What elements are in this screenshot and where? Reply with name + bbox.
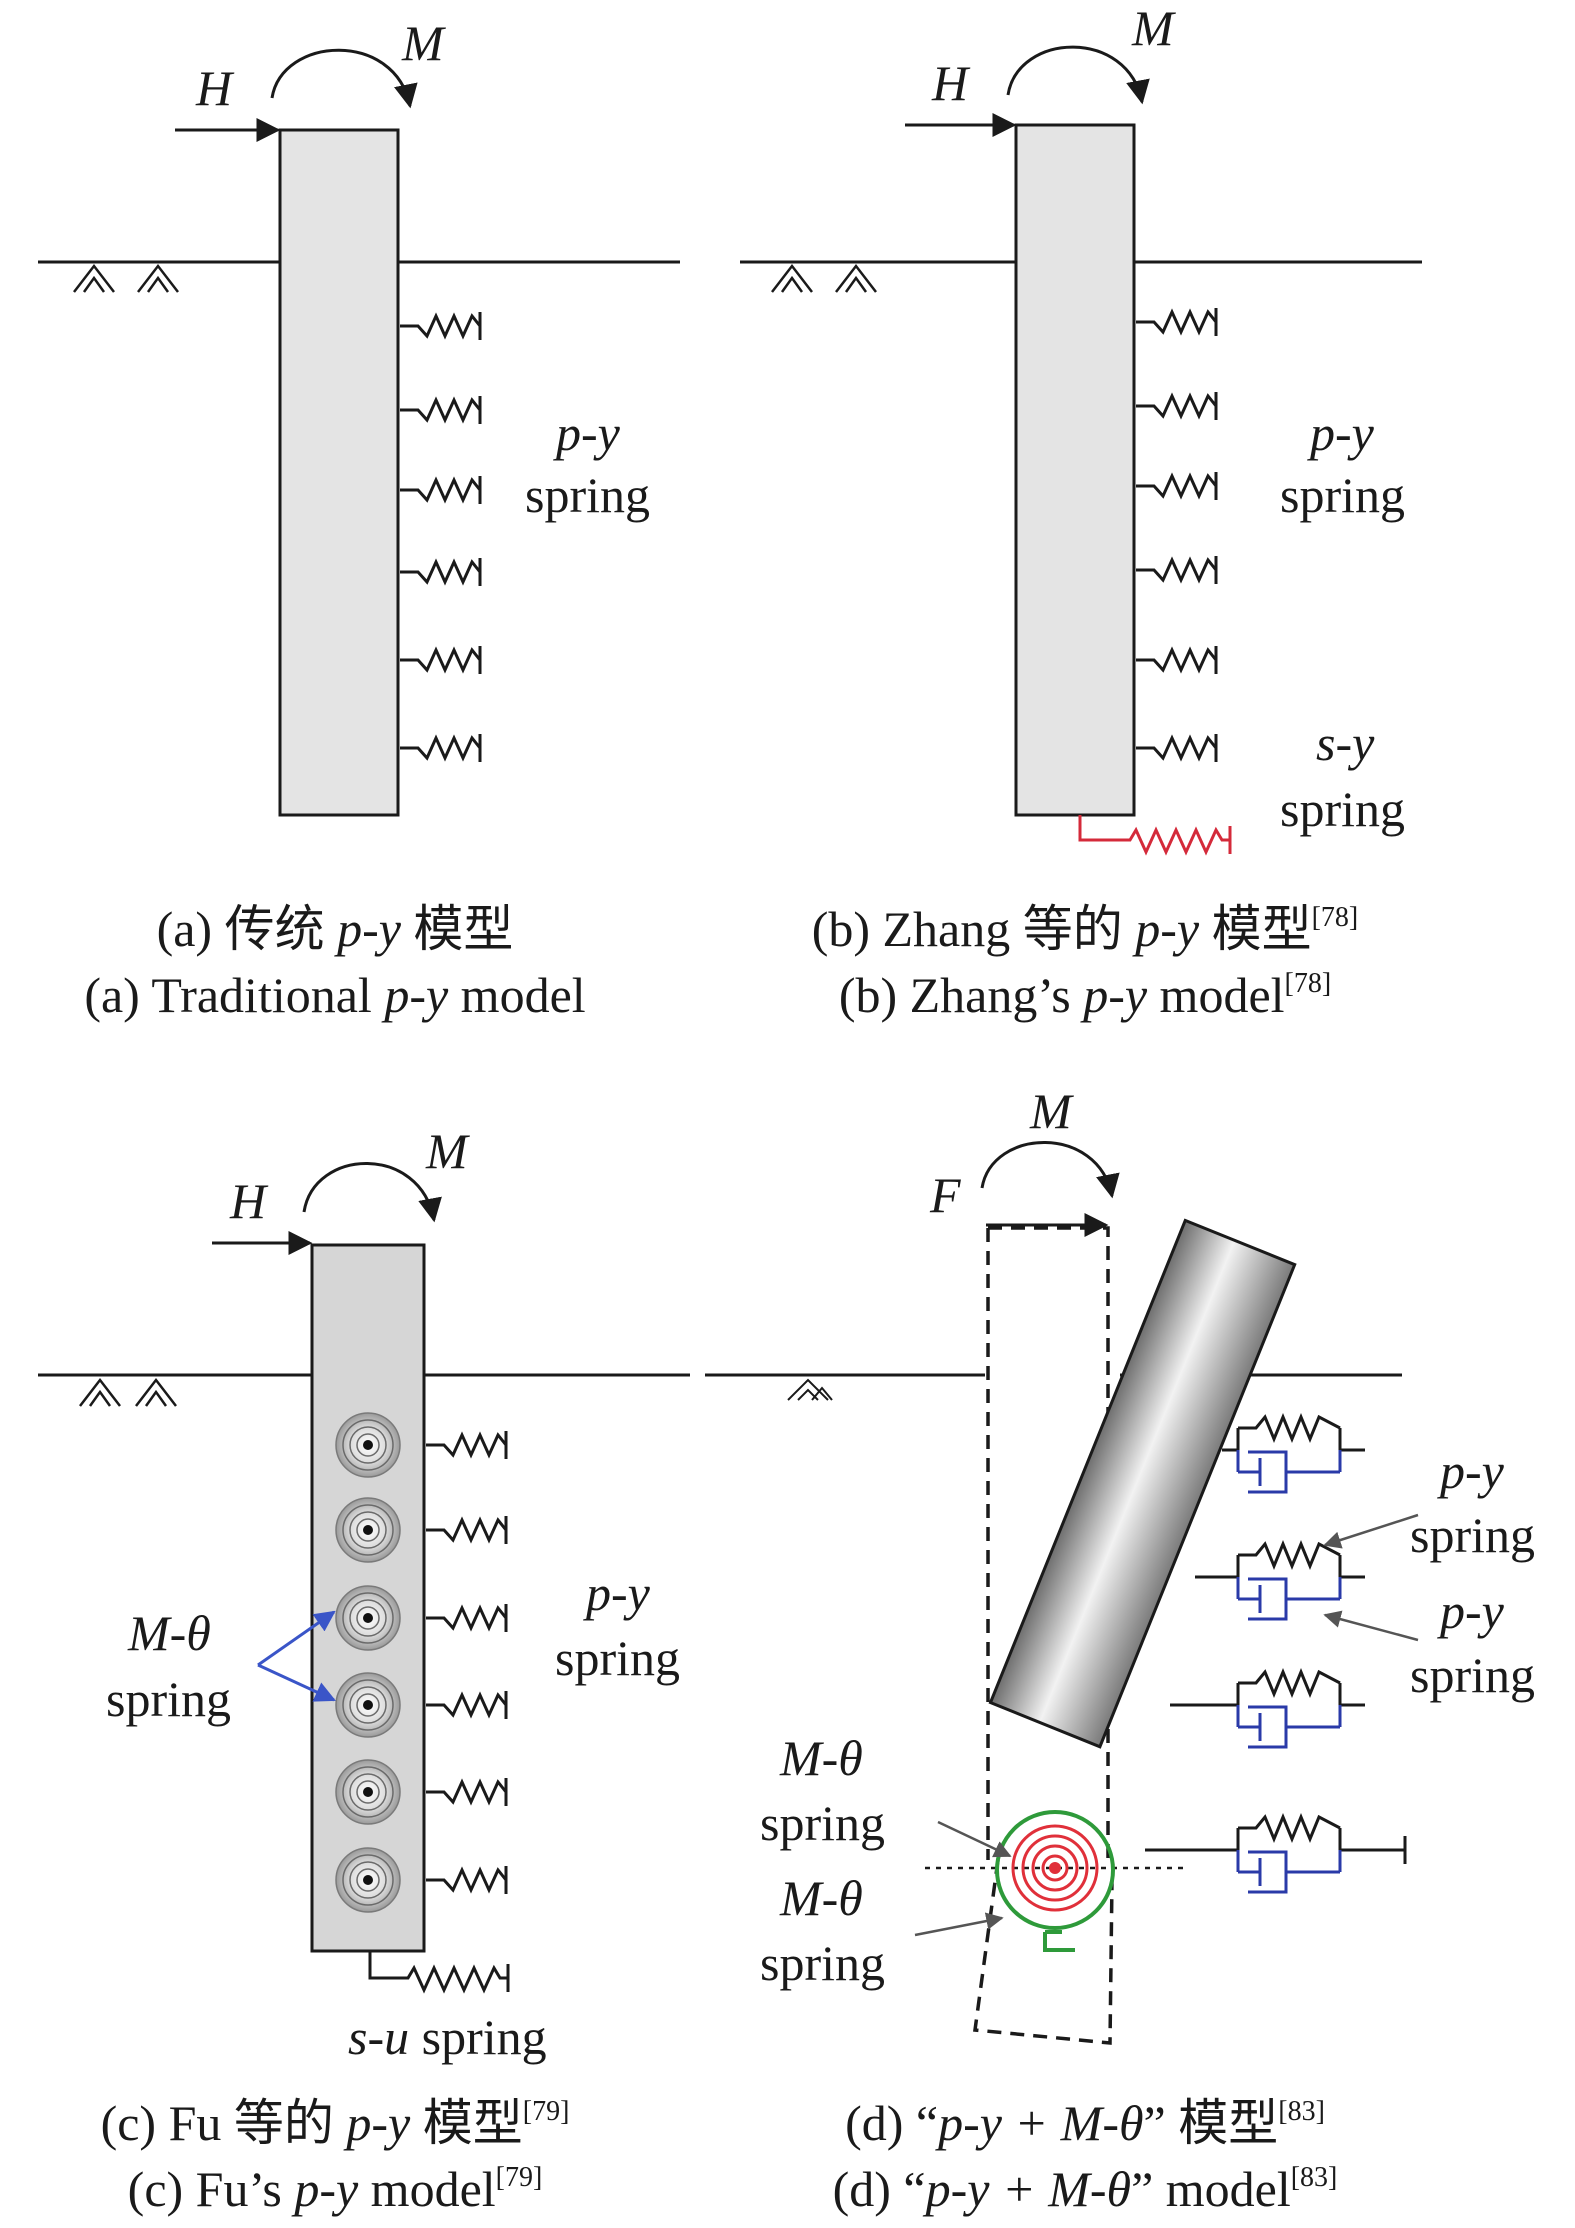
caption-en-d: (d) “p-y + M-θ” model[83] [833, 2161, 1338, 2217]
moment-label: M [425, 1123, 470, 1179]
py-spring-text: spring [1280, 467, 1405, 523]
callout-arrow [257, 1663, 336, 1702]
caption-cn-a: (a) 传统 p-y 模型 [157, 901, 514, 957]
concentric-rotational-spring-icon [335, 1412, 401, 1478]
m-theta-spring-name: M-θ [779, 1870, 863, 1926]
panel-d-py-m-theta-model: F M p-y spring p-y spring M-θ spring M-θ… [705, 1083, 1535, 2217]
spring-dashpot-icon [1145, 1813, 1407, 1894]
base-shear-spring-icon [368, 1951, 510, 1994]
zigzag-spring-icon [1136, 556, 1218, 584]
concentric-rotational-spring-icon [335, 1585, 401, 1651]
moment-label: M [401, 15, 446, 71]
zigzag-spring-icon [400, 734, 482, 762]
horizontal-load-label: H [195, 60, 235, 116]
horizontal-load-label: H [229, 1173, 269, 1229]
moment-arrow [980, 1141, 1120, 1199]
zigzag-spring-icon [426, 1778, 508, 1806]
horizontal-load-label: H [931, 55, 971, 111]
caption-cn-c: (c) Fu 等的 p-y 模型[79] [101, 2095, 570, 2151]
m-theta-spring-text: spring [760, 1935, 885, 1991]
sy-spring-text: spring [1280, 781, 1405, 837]
zigzag-spring-icon [1136, 734, 1218, 762]
py-spring-name: p-y [1437, 1583, 1505, 1639]
concentric-rotational-spring-icon [335, 1847, 401, 1913]
lateral-spring-group [426, 1431, 508, 1894]
zigzag-spring-icon [426, 1431, 508, 1459]
soil-hatch-icon [771, 263, 877, 293]
spring-dashpot-icon [1222, 1413, 1365, 1494]
zigzag-spring-icon [400, 558, 482, 586]
lateral-spring-group [1136, 308, 1218, 762]
zigzag-spring-icon [426, 1691, 508, 1719]
sy-spring-name: s-y [1316, 715, 1375, 771]
py-spring-text: spring [1410, 1507, 1535, 1563]
zigzag-spring-icon [1136, 392, 1218, 420]
zigzag-spring-icon [400, 312, 482, 340]
concentric-rotational-spring-icon [335, 1497, 401, 1563]
spring-dashpot-icon [1195, 1540, 1365, 1621]
callout-arrow [937, 1820, 1012, 1858]
zigzag-spring-icon [1136, 646, 1218, 674]
soil-hatch-icon [73, 263, 179, 293]
concentric-rotational-spring-icon [335, 1759, 401, 1825]
callout-arrow [914, 1912, 1004, 1937]
moment-arrow [1006, 45, 1150, 105]
py-spring-text: spring [555, 1630, 680, 1686]
caption-cn-b: (b) Zhang 等的 p-y 模型[78] [812, 901, 1359, 957]
moment-label: M [1029, 1083, 1074, 1139]
py-spring-name: p-y [553, 405, 621, 461]
spring-dashpot-icon [1170, 1668, 1365, 1749]
base-shear-spring-icon [1078, 815, 1232, 856]
zigzag-spring-icon [400, 476, 482, 504]
moment-arrow [302, 1162, 442, 1223]
spring-dashpot-group [1145, 1413, 1407, 1894]
lateral-spring-group [400, 312, 482, 762]
caption-cn-d: (d) “p-y + M-θ” 模型[83] [845, 2095, 1325, 2151]
caption-en-c: (c) Fu’s p-y model[79] [128, 2161, 543, 2217]
panel-b-zhang-py-model: H M p-y spring s-y spring (b) Zhang 等的 p… [740, 0, 1422, 1023]
moment-arrow [270, 48, 418, 109]
zigzag-spring-icon [1136, 472, 1218, 500]
zigzag-spring-icon [1136, 308, 1218, 336]
py-spring-name: p-y [1437, 1443, 1505, 1499]
py-spring-name: p-y [583, 1565, 651, 1621]
m-theta-spring-text: spring [106, 1671, 231, 1727]
m-theta-spring-name: M-θ [127, 1605, 211, 1661]
soil-hatch-icon [787, 1378, 833, 1401]
m-theta-spring-text: spring [760, 1795, 885, 1851]
zigzag-spring-icon [426, 1516, 508, 1544]
panel-a-traditional-py-model: H M p-y spring (a) 传统 p-y 模型 (a) Traditi… [38, 15, 680, 1023]
caption-en-b: (b) Zhang’s p-y model[78] [839, 967, 1331, 1023]
zigzag-spring-icon [400, 646, 482, 674]
soil-hatch-icon [79, 1377, 177, 1407]
concentric-rotational-spring-icon [335, 1672, 401, 1738]
zigzag-spring-icon [400, 396, 482, 424]
callout-arrow [1323, 1610, 1419, 1642]
su-spring-label: s-u spring [348, 2009, 547, 2065]
rotated-pile-shaft [988, 1218, 1297, 1749]
moment-label: M [1131, 0, 1176, 56]
py-spring-text: spring [525, 467, 650, 523]
panel-c-fu-py-model: H M M-θ spring p-y spring s-u spring (c)… [38, 1123, 690, 2217]
rotational-spring-group [335, 1412, 401, 1913]
callout-arrow [257, 1610, 336, 1667]
zigzag-spring-icon [426, 1866, 508, 1894]
py-spring-text: spring [1410, 1647, 1535, 1703]
base-rotational-spring-icon [995, 1810, 1115, 1952]
horizontal-load-label: F [929, 1167, 961, 1223]
callout-arrow [1323, 1513, 1419, 1549]
pile-body [1014, 123, 1136, 817]
zigzag-spring-icon [426, 1604, 508, 1632]
py-spring-name: p-y [1307, 405, 1375, 461]
pile-tip-outline [973, 1859, 1114, 2045]
pile-body [278, 128, 400, 817]
m-theta-spring-name: M-θ [779, 1730, 863, 1786]
caption-en-a: (a) Traditional p-y model [84, 967, 585, 1023]
